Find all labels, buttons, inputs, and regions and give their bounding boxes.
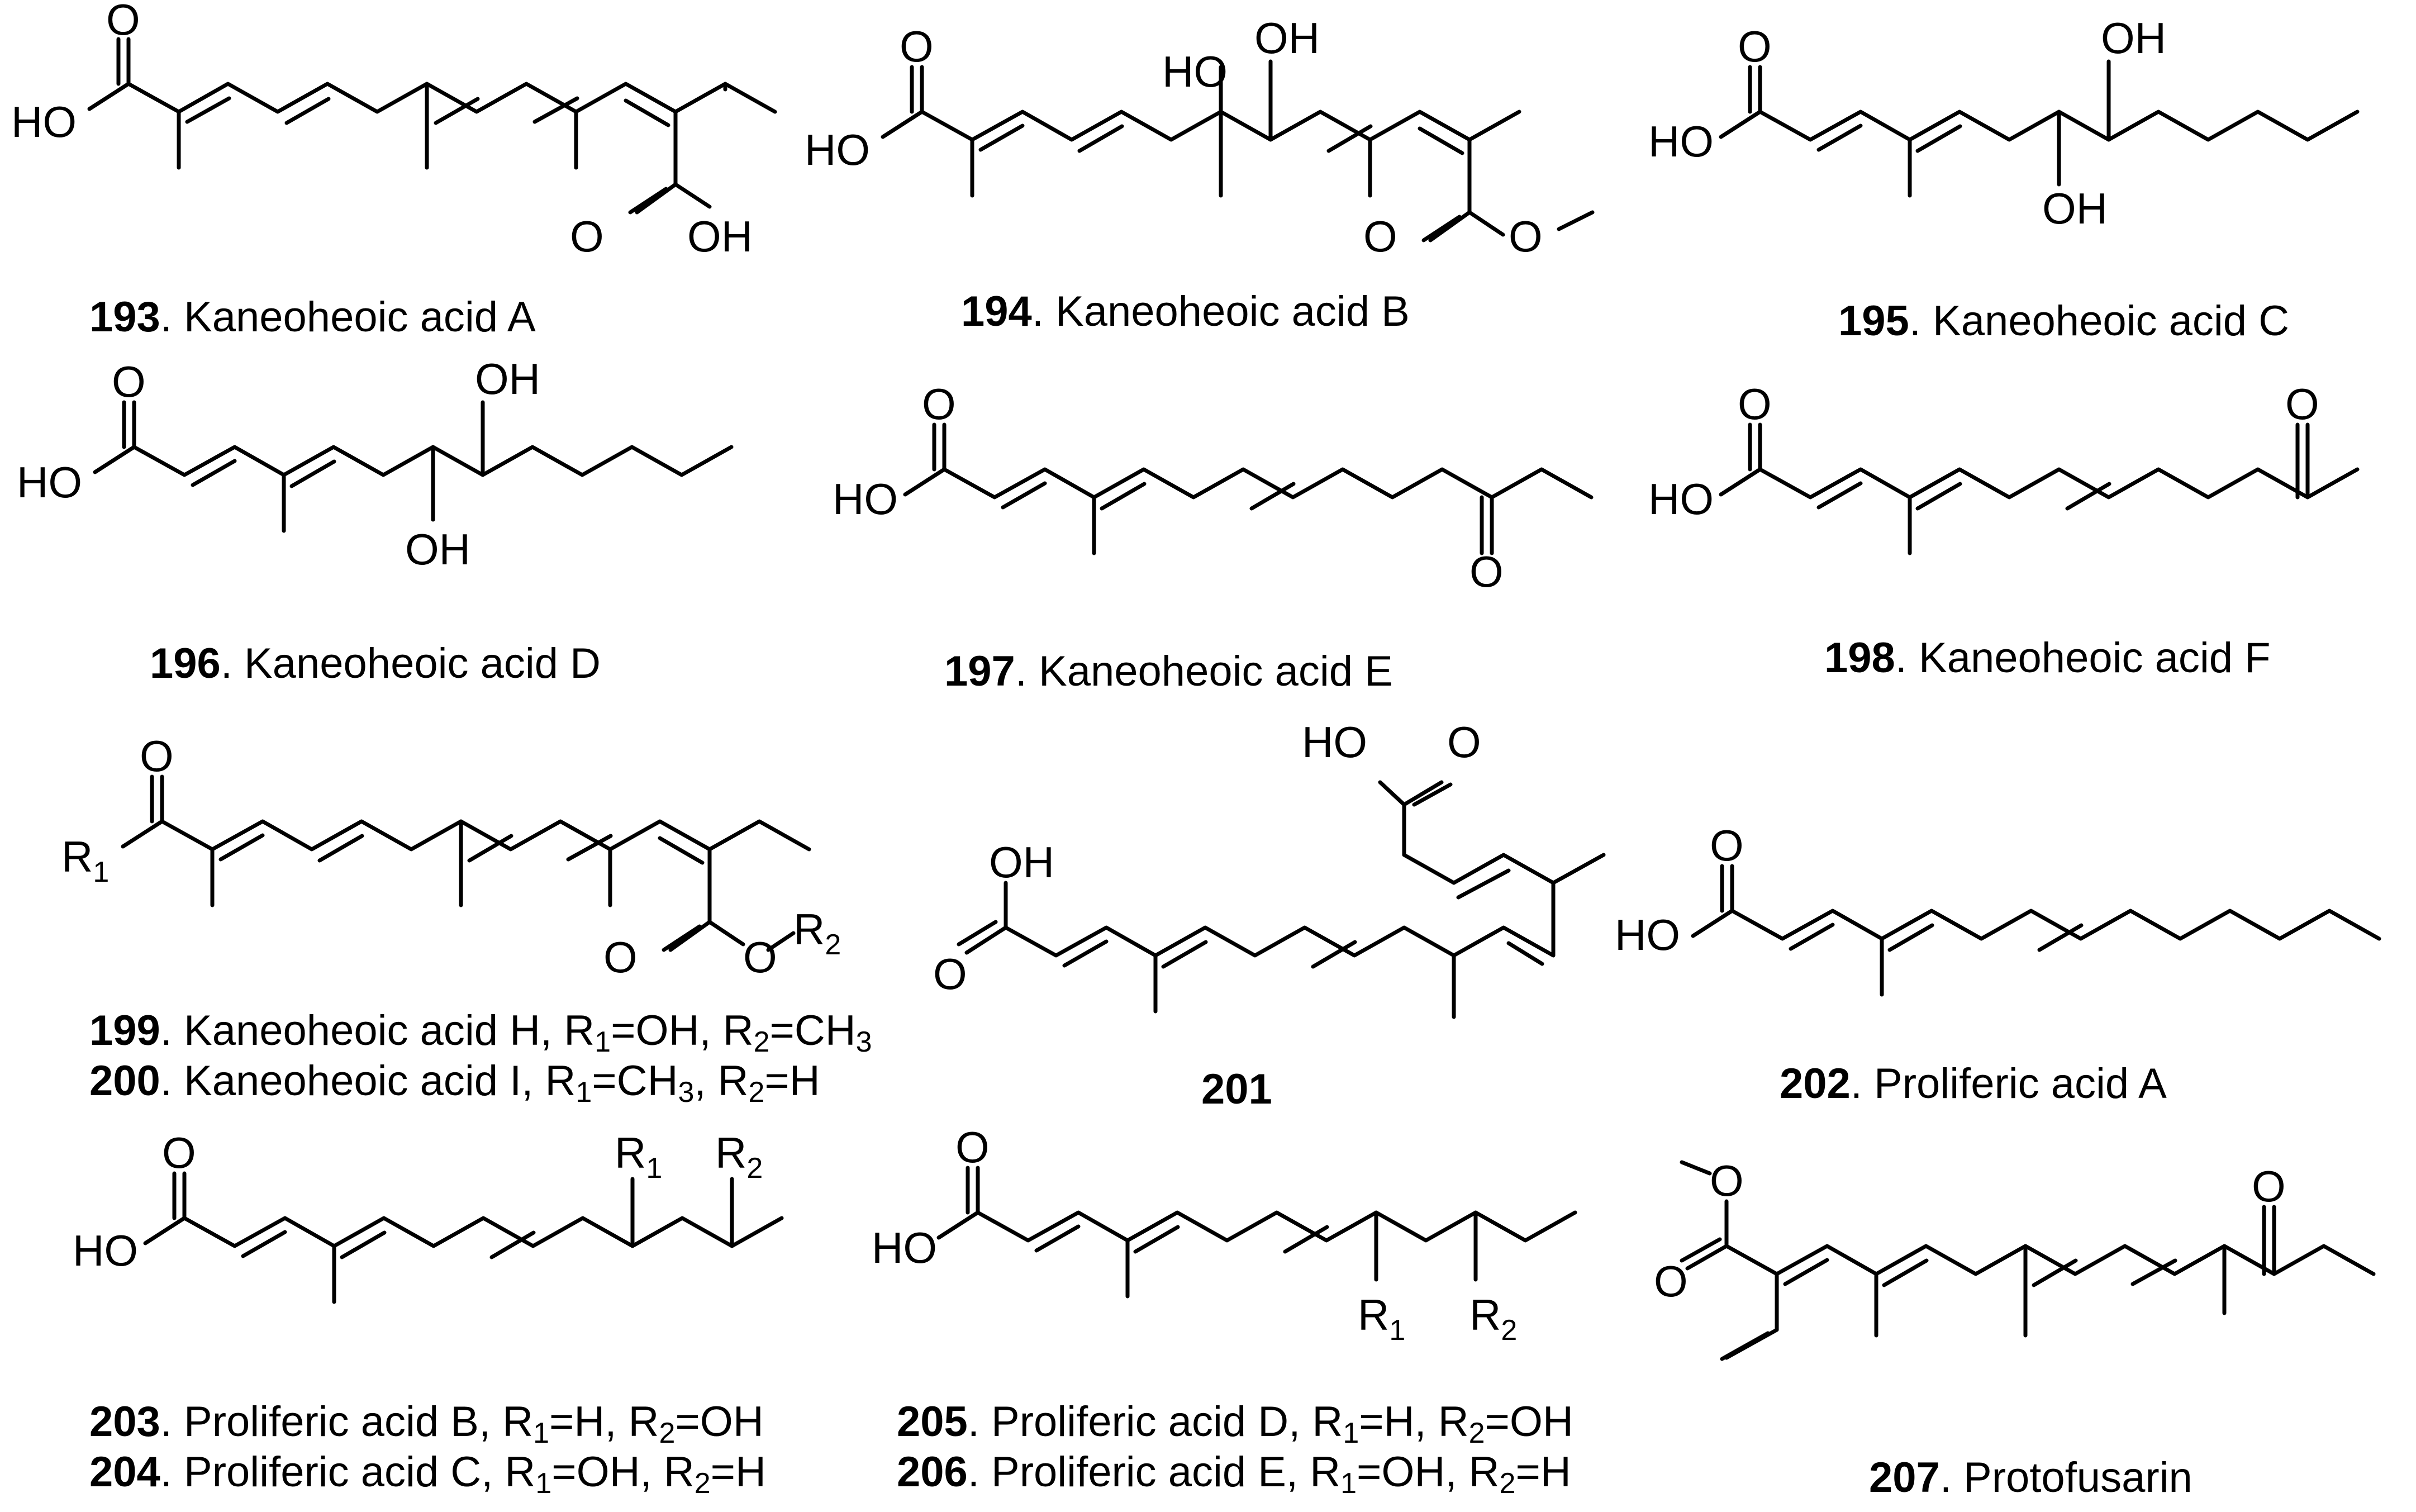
atom-oh: OH — [2042, 184, 2108, 233]
structure-197: O HO O — [833, 379, 1594, 596]
caption-204: 204. Proliferic acid C, R1=OH, R2=H — [89, 1448, 766, 1500]
structure-193: O HO O OH — [11, 0, 777, 261]
atom-o: O — [140, 731, 174, 781]
atom-oh: OH — [405, 525, 470, 574]
atom-r2: R2 — [793, 905, 841, 961]
atom-ho: HO — [1648, 474, 1714, 524]
atom-o: O — [743, 933, 777, 982]
atom-o: O — [1447, 717, 1481, 767]
atom-o: O — [2285, 379, 2319, 429]
atom-oh: OH — [687, 212, 753, 261]
atom-oh: OH — [2101, 13, 2166, 63]
atom-o: O — [955, 1123, 990, 1172]
atom-o: O — [1710, 1156, 1744, 1205]
caption-199: 199. Kaneoheoic acid H, R1=OH, R2=CH3 — [89, 1007, 872, 1058]
atom-o: O — [106, 0, 140, 44]
structure-201: OH O HO O — [933, 717, 1606, 1019]
structure-198: O HO O — [1648, 379, 2360, 555]
caption-207: 207. Protofusarin — [1869, 1454, 2193, 1501]
caption-198: 198. Kaneoheoic acid F — [1824, 634, 2271, 682]
atom-r2: R2 — [1469, 1290, 1517, 1347]
atom-o: O — [162, 1128, 196, 1177]
caption-201: 201 — [1201, 1066, 1272, 1113]
atom-o: O — [603, 933, 638, 982]
structure-205-206: O HO R1 R2 — [872, 1123, 1577, 1347]
atom-oh: OH — [475, 354, 540, 403]
caption-197: 197. Kaneoheoic acid E — [944, 648, 1393, 695]
caption-200: 200. Kaneoheoic acid I, R1=CH3, R2=H — [89, 1057, 820, 1109]
atom-ho: HO — [11, 97, 77, 146]
atom-r1: R1 — [61, 832, 109, 888]
caption-193: 193. Kaneoheoic acid A — [89, 293, 536, 341]
atom-ho: HO — [805, 125, 870, 174]
structure-199-200: O R1 O O R2 — [61, 731, 841, 982]
atom-ho: HO — [17, 458, 82, 507]
structure-196: O HO OH OH — [17, 354, 734, 574]
structure-207: O O O — [1654, 1156, 2376, 1361]
atom-ho: HO — [833, 474, 898, 524]
atom-o: O — [570, 212, 604, 261]
structure-194: O HO HO OH O O — [805, 13, 1595, 261]
caption-203: 203. Proliferic acid B, R1=H, R2=OH — [89, 1398, 764, 1449]
atom-o: O — [922, 379, 956, 429]
atom-ho: HO — [73, 1226, 138, 1275]
atom-o: O — [2252, 1162, 2286, 1211]
atom-o: O — [1738, 22, 1772, 71]
atom-ho: HO — [1302, 717, 1367, 767]
caption-196: 196. Kaneoheoic acid D — [150, 640, 601, 687]
caption-206: 206. Proliferic acid E, R1=OH, R2=H — [897, 1448, 1571, 1500]
atom-o: O — [1363, 212, 1397, 261]
atom-o: O — [1710, 821, 1744, 870]
atom-ho: HO — [1615, 910, 1680, 959]
atom-o: O — [933, 949, 967, 999]
atom-o: O — [1469, 547, 1504, 596]
atom-ho: HO — [1648, 117, 1714, 166]
atom-r1: R1 — [1358, 1290, 1405, 1347]
structure-203-204: O HO R1 R2 — [73, 1128, 784, 1304]
atom-o: O — [1738, 379, 1772, 429]
caption-202: 202. Proliferic acid A — [1780, 1060, 2167, 1107]
structure-202: O HO — [1615, 821, 2381, 997]
atom-ho: HO — [1162, 47, 1228, 96]
caption-195: 195. Kaneoheoic acid C — [1838, 297, 2290, 345]
atom-ho: HO — [872, 1223, 937, 1272]
atom-o: O — [1654, 1257, 1688, 1306]
atom-oh: OH — [1254, 13, 1320, 63]
caption-205: 205. Proliferic acid D, R1=H, R2=OH — [897, 1398, 1573, 1449]
atom-o: O — [112, 357, 146, 406]
caption-194: 194. Kaneoheoic acid B — [961, 288, 1410, 335]
atom-o: O — [1509, 212, 1543, 261]
atom-r1: R1 — [615, 1128, 662, 1185]
atom-r2: R2 — [715, 1128, 763, 1185]
atom-oh: OH — [989, 838, 1054, 887]
structure-195: O HO OH OH — [1648, 13, 2360, 233]
atom-o: O — [900, 22, 934, 71]
